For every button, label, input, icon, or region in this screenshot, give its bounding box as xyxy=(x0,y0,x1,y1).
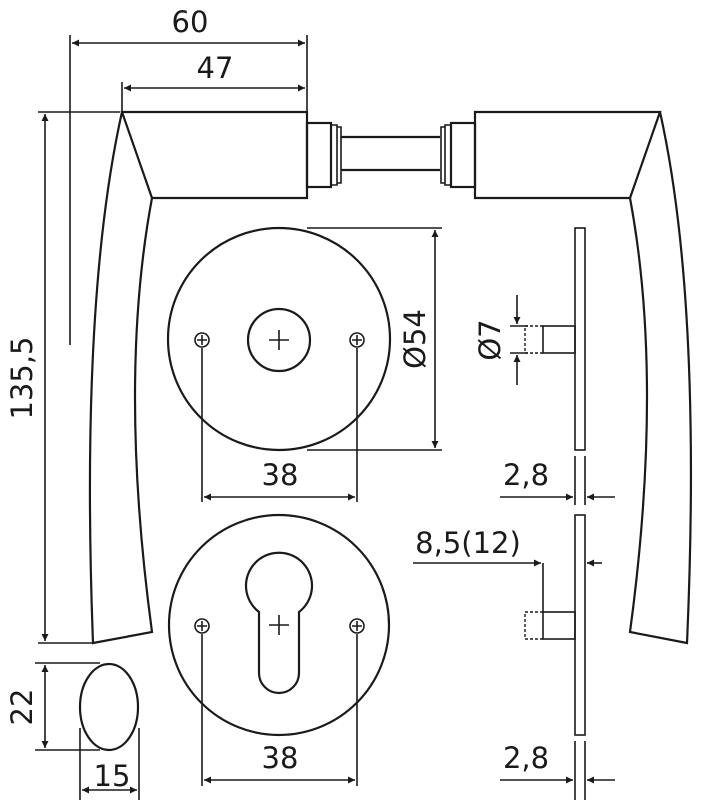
dimension-label-diameter-7: Ø7 xyxy=(473,319,507,360)
left-lever-handle xyxy=(88,110,342,645)
dimension-60: 60 xyxy=(69,5,308,345)
dimension-label-60: 60 xyxy=(172,5,209,39)
dimension-label-22: 22 xyxy=(5,689,39,726)
right-lever-handle xyxy=(440,110,693,645)
dimension-label-47: 47 xyxy=(197,51,234,85)
dimension-label-38-bottom: 38 xyxy=(262,741,299,775)
rosette-side-view-bottom xyxy=(524,514,586,800)
dimension-8-5-12: 8,5(12) xyxy=(413,526,602,612)
dimension-diameter-7: Ø7 xyxy=(473,295,528,385)
dimension-label-15: 15 xyxy=(94,759,131,793)
dimension-2-8-top: 2,8 xyxy=(500,458,615,501)
round-rosette-profile-cylinder xyxy=(167,513,391,737)
spindle xyxy=(341,135,440,172)
oval-handle-section xyxy=(78,662,140,752)
dimension-47: 47 xyxy=(121,51,305,112)
dimension-15: 15 xyxy=(79,728,140,800)
dimension-label-135-5: 135,5 xyxy=(5,336,39,419)
dimension-38-top: 38 xyxy=(201,348,358,502)
dimension-38-bottom: 38 xyxy=(201,634,358,786)
dimension-2-8-bottom: 2,8 xyxy=(500,741,615,784)
dimension-label-diameter-54: Ø54 xyxy=(398,309,432,369)
rosette-side-view-top xyxy=(524,227,586,505)
dimension-label-2-8-top: 2,8 xyxy=(503,458,549,492)
screw-icon xyxy=(349,332,365,348)
dimension-label-38-top: 38 xyxy=(262,458,299,492)
dimension-label-8-5-12: 8,5(12) xyxy=(415,526,521,560)
dimension-135-5: 135,5 xyxy=(5,111,120,644)
dimension-diameter-54: Ø54 xyxy=(307,227,442,451)
screw-icon xyxy=(194,618,210,634)
screw-icon xyxy=(194,332,210,348)
dimension-22: 22 xyxy=(5,662,100,751)
screw-icon xyxy=(349,618,365,634)
dimension-label-2-8-bottom: 2,8 xyxy=(503,741,549,775)
round-rosette-keyhole xyxy=(166,226,392,452)
